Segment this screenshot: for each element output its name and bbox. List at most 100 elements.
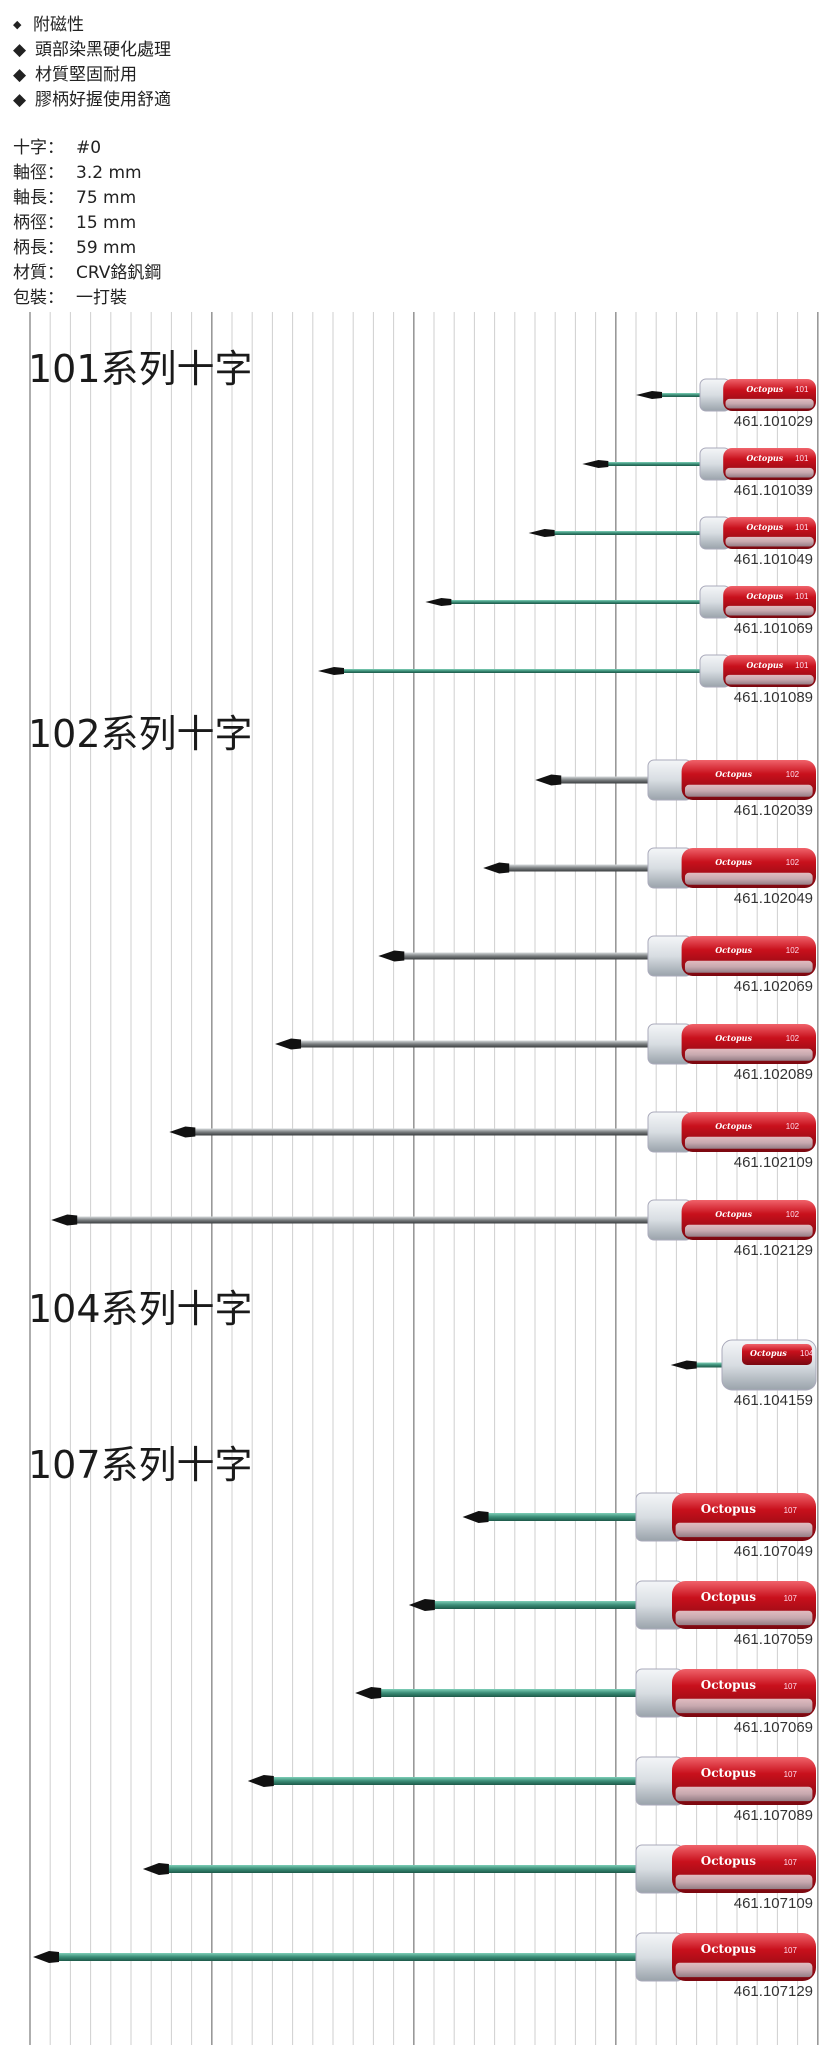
series-number: 104 (800, 1349, 814, 1358)
series-number: 107 (784, 1594, 798, 1603)
spec-item: 軸長： 75 mm (13, 186, 161, 211)
product-code: 461.102089 (734, 1066, 813, 1083)
handle-clear-band (684, 784, 813, 797)
brand-label: Octopus (750, 1348, 787, 1358)
screwdriver-461.107069: Octopus 107 461.107069 (355, 1668, 816, 1736)
feature-item: ◆附磁性 (13, 12, 171, 38)
tip (425, 598, 452, 606)
shaft (156, 1865, 638, 1873)
handle-clear-band (725, 536, 814, 547)
spec-item: 材質：CRV鉻釩鋼 (13, 261, 161, 286)
shaft (542, 531, 702, 535)
spec-value: #0 (76, 138, 102, 158)
shaft (684, 1362, 724, 1368)
handle-clear-band (684, 1048, 813, 1061)
shaft (439, 600, 702, 604)
series-number: 101 (795, 592, 809, 601)
product-code: 461.107109 (734, 1895, 813, 1912)
product-code: 461.107069 (734, 1719, 813, 1736)
brand-label: Octopus (715, 769, 752, 779)
screwdriver-461.107089: Octopus 107 461.107089 (247, 1756, 816, 1824)
brand-label: Octopus (715, 1121, 752, 1131)
handle-clear-band (684, 872, 813, 885)
handle-clear-band (675, 1522, 813, 1538)
shaft (289, 1040, 650, 1048)
brand-label: Octopus (701, 1942, 756, 1956)
tip (528, 529, 555, 537)
series-number: 107 (784, 1770, 798, 1779)
product-code: 461.104159 (734, 1392, 813, 1409)
shaft (549, 776, 650, 784)
tip (318, 667, 345, 675)
tip (408, 1599, 435, 1611)
tip (535, 774, 562, 786)
spec-label: 軸長： (13, 188, 64, 208)
handle-band (742, 1344, 812, 1365)
shaft (596, 462, 702, 466)
brand-label: Octopus (746, 522, 783, 532)
tip (582, 460, 609, 468)
shaft (392, 952, 650, 960)
brand-label: Octopus (701, 1678, 756, 1692)
brand-label: Octopus (715, 857, 752, 867)
brand-label: Octopus (715, 945, 752, 955)
feature-text: 附磁性 (33, 15, 84, 35)
product-code: 461.102069 (734, 978, 813, 995)
shaft (183, 1128, 650, 1136)
brand-label: Octopus (701, 1854, 756, 1868)
spec-item: 柄徑：15 mm (13, 211, 161, 236)
handle-clear-band (675, 1786, 813, 1802)
brand-label: Octopus (746, 591, 783, 601)
feature-list: ◆附磁性◆頭部染黑硬化處理◆材質堅固耐用◆膠柄好握使用舒適 (13, 12, 171, 113)
screwdriver-461.107109: Octopus 107 461.107109 (142, 1844, 816, 1912)
brand-label: Octopus (701, 1766, 756, 1780)
handle-clear-band (725, 674, 814, 685)
handle-clear-band (675, 1698, 813, 1714)
shaft (65, 1216, 651, 1224)
series-title: 102系列十字 (28, 712, 253, 756)
handle-clear-band (675, 1962, 813, 1978)
series-number: 102 (786, 858, 800, 867)
tip (247, 1775, 274, 1787)
series-title: 107系列十字 (28, 1443, 253, 1487)
handle-clear-band (725, 398, 814, 409)
spec-value: 75 mm (76, 188, 137, 208)
series-number: 107 (784, 1858, 798, 1867)
tip (636, 391, 663, 399)
product-code: 461.102109 (734, 1154, 813, 1171)
spec-label: 柄長： (13, 238, 64, 258)
series-number: 107 (784, 1682, 798, 1691)
tip (378, 950, 405, 962)
series-number: 102 (786, 770, 800, 779)
shaft (476, 1513, 638, 1521)
feature-text: 頭部染黑硬化處理 (35, 40, 171, 60)
spec-label: 十字： (13, 138, 64, 158)
spec-value: CRV鉻釩鋼 (76, 263, 162, 283)
product-code: 461.107089 (734, 1807, 813, 1824)
shaft (332, 669, 702, 673)
tip (33, 1951, 60, 1963)
bullet-icon: ◆ (13, 40, 27, 60)
shaft (369, 1689, 638, 1697)
series-number: 102 (786, 1034, 800, 1043)
brand-label: Octopus (746, 453, 783, 463)
bullet-icon: ◆ (13, 90, 27, 110)
spec-item: 十字： #0 (13, 136, 161, 161)
tip (142, 1863, 169, 1875)
spec-label: 軸徑： (13, 163, 64, 183)
series-number: 101 (795, 523, 809, 532)
handle-clear-band (684, 1136, 813, 1149)
feature-item: ◆膠柄好握使用舒適 (13, 88, 171, 113)
brand-label: Octopus (701, 1502, 756, 1516)
